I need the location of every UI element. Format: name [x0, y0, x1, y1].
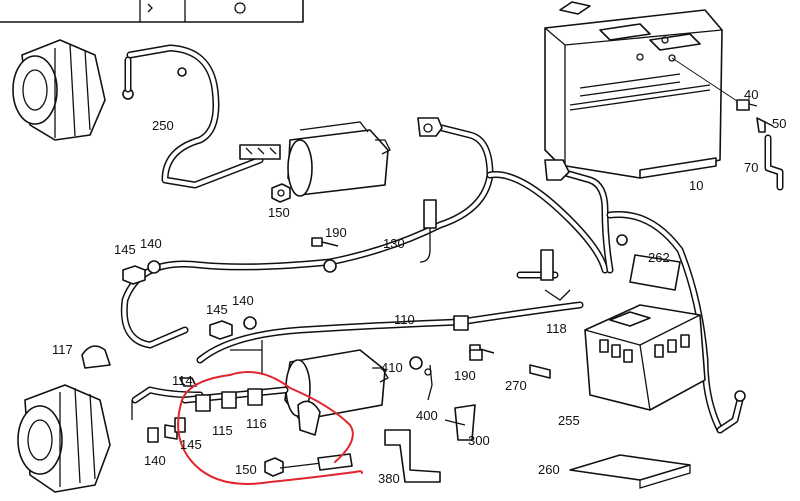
label-118: 118 — [546, 321, 567, 336]
label-300: 300 — [468, 433, 490, 448]
starter-motor-icon — [239, 121, 391, 197]
bolt-icon — [147, 424, 178, 443]
label-114: 114 — [172, 373, 193, 388]
label-400: 400 — [416, 408, 438, 423]
label-140-lower: 140 — [144, 453, 166, 468]
label-150-upper: 150 — [268, 205, 290, 220]
label-116: 116 — [246, 416, 267, 431]
label-250: 250 — [152, 118, 174, 133]
alternator-icon — [12, 39, 106, 141]
label-140-middle: 140 — [232, 293, 254, 308]
label-255: 255 — [558, 413, 580, 428]
label-110: 110 — [394, 312, 415, 327]
label-190-lower: 190 — [454, 368, 476, 383]
label-150-lower: 150 — [235, 462, 257, 477]
bolt-icon — [736, 99, 758, 111]
battery-icon — [544, 1, 723, 179]
label-410: 410 — [381, 360, 403, 375]
terminal-clamp-icon — [756, 117, 774, 133]
label-262: 262 — [648, 250, 670, 265]
label-145-lower: 145 — [180, 437, 202, 452]
label-10: 10 — [689, 178, 703, 193]
label-115: 115 — [212, 423, 233, 438]
label-380: 380 — [378, 471, 400, 486]
battery-terminal-icon — [417, 117, 443, 137]
label-140-upper-left: 140 — [140, 236, 162, 251]
parts-table-fragment — [0, 0, 304, 23]
label-50: 50 — [772, 116, 786, 131]
label-117: 117 — [52, 342, 73, 357]
label-130: 130 — [383, 236, 405, 251]
label-40: 40 — [744, 87, 758, 102]
battery-terminal-icon — [544, 159, 570, 181]
label-145-middle: 145 — [206, 302, 228, 317]
label-260: 260 — [538, 462, 560, 477]
label-70: 70 — [744, 160, 758, 175]
label-270: 270 — [505, 378, 527, 393]
highlight-loop — [177, 371, 363, 485]
fuse-box-icon — [584, 304, 706, 411]
alternator-icon — [17, 384, 111, 493]
nut-icon — [271, 183, 291, 203]
label-145-upper-left: 145 — [114, 242, 136, 257]
label-190-upper: 190 — [325, 225, 347, 240]
